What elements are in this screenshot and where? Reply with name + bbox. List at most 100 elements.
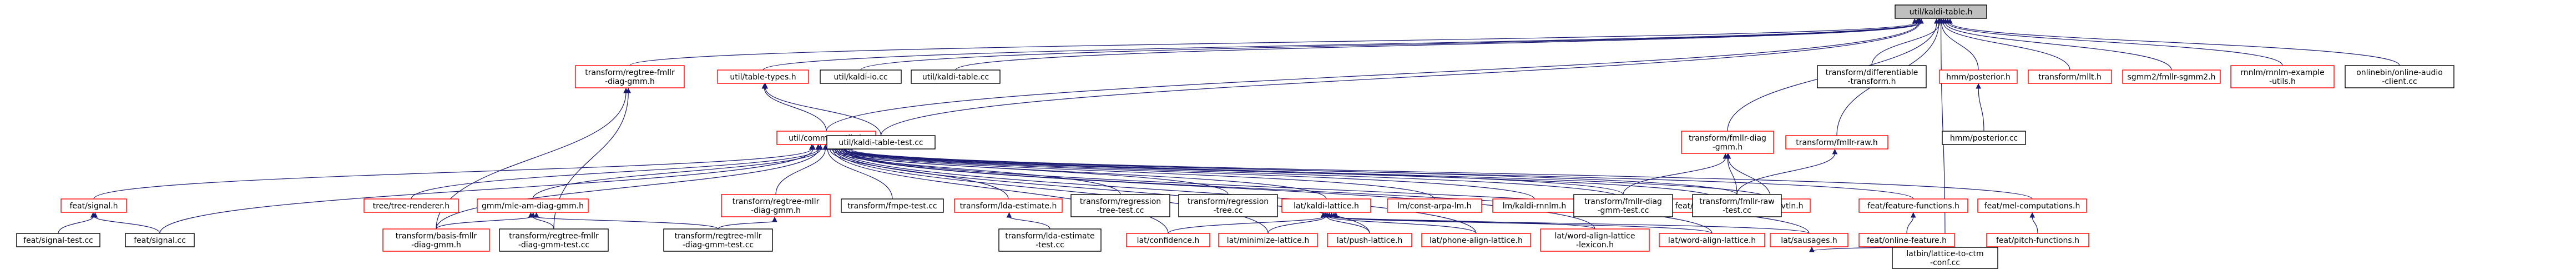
arrowhead-sausages-h-to-kaldi-lattice-h	[1333, 212, 1339, 218]
node-differentiable-transform-h[interactable]: transform/differentiable-transform.h	[1817, 65, 1927, 88]
edge-regtree-fmllr-diag-gmm-test-cc-to-gmm-init-am-diag-gmm-h	[533, 216, 554, 230]
node-gmm-init-am-diag-gmm-h[interactable]: gmm/mle-am-diag-gmm.h	[477, 198, 589, 213]
node-label: feat/online-feature.h	[1867, 236, 1947, 245]
edge-signal-cc-to-feat-signal-h	[94, 216, 160, 234]
node-online-audio-client-cc[interactable]: onlinebin/online-audio-client.cc	[2345, 65, 2454, 88]
node-onlinebin-example-utils-h[interactable]: rnnlm/rnnlm-example-utils.h	[2230, 65, 2335, 88]
node-sausages-h[interactable]: lat/sausages.h	[1770, 233, 1848, 247]
node-regtree-mllr-diag-gmm-h[interactable]: transform/regtree-mllr-diag-gmm.h	[721, 194, 831, 217]
node-fmllr-raw-test-cc[interactable]: transform/fmllr-raw-test.cc	[1692, 194, 1782, 217]
edge-kaldi-rnnlm-h-to-common-utils-h	[840, 148, 1535, 200]
node-label: -tree-test.cc	[1097, 206, 1144, 215]
node-phone-align-lattice-h[interactable]: lat/phone-align-lattice.h	[1421, 233, 1531, 247]
node-kaldi-lattice-h[interactable]: lat/kaldi-lattice.h	[1281, 198, 1371, 213]
node-label: sgmm2/fmllr-sgmm2.h	[2127, 73, 2215, 82]
node-label: feat/pitch-functions.h	[1996, 236, 2079, 245]
node-box	[826, 135, 936, 150]
node-box	[1692, 194, 1782, 217]
node-box	[663, 228, 773, 252]
node-box	[1895, 4, 1987, 19]
node-label: transform/regression	[1080, 197, 1161, 206]
node-box	[717, 69, 809, 84]
node-regtree-mllr-diag-gmm-test-cc[interactable]: transform/regtree-mllr-diag-gmm-test.cc	[663, 228, 773, 252]
node-label: transform/regtree-mllr	[675, 232, 762, 241]
node-kaldi-table-cc[interactable]: util/kaldi-table.cc	[911, 69, 1001, 84]
node-box	[125, 233, 195, 247]
node-label: transform/regtree-fmllr	[509, 232, 599, 241]
node-box	[1218, 233, 1318, 247]
node-tree-renderer-h[interactable]: tree/tree-renderer.h	[363, 198, 459, 213]
node-minimize-lattice-h[interactable]: lat/minimize-lattice.h	[1218, 233, 1318, 247]
node-kaldi-table-test-cc[interactable]: util/kaldi-table-test.cc	[826, 135, 936, 150]
node-pitch-functions-h[interactable]: feat/pitch-functions.h	[1986, 233, 2089, 247]
node-lattice-to-ctm-conf-cc[interactable]: latbin/lattice-to-ctm-conf.cc	[1892, 247, 1998, 269]
edge-basis-fmllr-diag-gmm-h-to-gmm-init-am-diag-gmm-h	[436, 216, 532, 230]
node-push-lattice-h[interactable]: lat/push-lattice.h	[1327, 233, 1412, 247]
node-fmpe-test-cc[interactable]: transform/fmpe-test.cc	[841, 198, 944, 213]
arrowhead-online-audio-client-cc-to-kaldi-table-h	[1947, 18, 1953, 24]
node-box	[911, 69, 1001, 84]
node-posterior-cc[interactable]: hmm/posterior.cc	[1942, 131, 2026, 145]
node-fmllr-diag-gmm-test-cc[interactable]: transform/fmllr-diag-gmm-test.cc	[1573, 194, 1673, 217]
node-label: transform/fmllr-diag	[1689, 134, 1766, 143]
node-table-types-h[interactable]: util/table-types.h	[717, 69, 809, 84]
node-label: transform/regtree-fmllr	[585, 68, 675, 77]
node-signal-test-cc[interactable]: feat/signal-test.cc	[16, 233, 100, 247]
edge-kaldi-lattice-h-to-common-utils-h	[836, 148, 1327, 200]
edge-differentiable-transform-h-to-kaldi-table-h	[1871, 22, 1940, 66]
node-regtree-fmllr-diag-gmm-test-cc[interactable]: transform/regtree-fmllr-diag-gmm-test.cc	[499, 228, 609, 252]
node-lda-estimate-test-cc[interactable]: transform/lda-estimate-test.cc	[998, 228, 1102, 252]
node-box	[1858, 233, 1955, 247]
edge-fmpe-test-cc-to-common-utils-h	[827, 148, 893, 200]
node-word-align-lattice-h[interactable]: lat/word-align-lattice.h	[1659, 233, 1765, 247]
node-fmllr-raw-h[interactable]: transform/fmllr-raw.h	[1785, 135, 1888, 150]
edge-mllt-h-to-kaldi-table-h	[1943, 22, 2070, 71]
node-regression-tree-cc[interactable]: transform/regression-tree.cc	[1178, 194, 1278, 217]
node-label: gmm/mle-am-diag-gmm.h	[482, 202, 584, 211]
arrowhead-regtree-mllr-diag-gmm-test-cc-to-gmm-init-am-diag-gmm-h	[533, 212, 539, 218]
node-mllt-h[interactable]: transform/mllt.h	[2028, 69, 2112, 84]
node-feature-functions-h[interactable]: feat/feature-functions.h	[1858, 198, 1968, 213]
node-kaldi-rnnlm-h[interactable]: lm/kaldi-rnnlm.h	[1492, 198, 1577, 213]
node-regtree-fmllr-diag-gmm-h[interactable]: transform/regtree-fmllr-diag-gmm.h	[575, 65, 685, 88]
node-label: feat/signal-test.cc	[23, 236, 93, 245]
node-regression-tree-test-cc[interactable]: transform/regression-tree-test.cc	[1070, 194, 1170, 217]
edge-regtree-fmllr-diag-gmm-h-to-kaldi-table-h	[629, 22, 1915, 66]
node-label: feat/signal.h	[69, 202, 118, 211]
node-label: -conf.cc	[1930, 258, 1960, 267]
node-label: lat/phone-align-lattice.h	[1430, 236, 1523, 245]
node-fmllr-diag-gmm-h[interactable]: transform/fmllr-diag-gmm.h	[1681, 131, 1774, 154]
node-common-utils-h[interactable]: util/common-utils.h	[776, 131, 876, 145]
node-lda-estimate-h[interactable]: transform/lda-estimate.h	[954, 198, 1063, 213]
node-kaldi-io-cc[interactable]: util/kaldi-io.cc	[820, 69, 902, 84]
node-box	[575, 65, 685, 88]
node-box	[2122, 69, 2221, 84]
edge-push-lattice-h-to-kaldi-lattice-h	[1326, 216, 1370, 234]
node-label: util/kaldi-io.cc	[834, 73, 887, 82]
node-const-arpa-lm-h[interactable]: lm/const-arpa-lm.h	[1387, 198, 1482, 213]
node-confidence-h[interactable]: lat/confidence.h	[1126, 233, 1210, 247]
node-box	[1892, 247, 1998, 269]
edge-kaldi-io-cc-to-kaldi-table-h	[860, 22, 1920, 71]
node-kaldi-table-h[interactable]: util/kaldi-table.h	[1895, 4, 1987, 19]
node-box	[1421, 233, 1531, 247]
node-box	[1986, 233, 2089, 247]
node-label: transform/basis-fmllr	[396, 232, 477, 241]
node-mel-computations-h[interactable]: feat/mel-computations.h	[1977, 198, 2087, 213]
node-label: transform/regtree-mllr	[733, 197, 820, 206]
node-label: transform/mllt.h	[2038, 73, 2102, 82]
node-signal-cc[interactable]: feat/signal.cc	[125, 233, 195, 247]
node-label: -lexicon.h	[1576, 241, 1614, 250]
node-fmllr-sgmm2-h[interactable]: sgmm2/fmllr-sgmm2.h	[2122, 69, 2221, 84]
node-word-align-lattice-lexicon-h[interactable]: lat/word-align-lattice-lexicon.h	[1540, 228, 1650, 252]
edge-regtree-mllr-diag-gmm-h-to-common-utils-h	[775, 148, 826, 195]
edge-minimize-lattice-h-to-kaldi-lattice-h	[1267, 216, 1326, 234]
node-label: transform/lda-estimate	[1005, 232, 1094, 241]
node-posterior-h[interactable]: hmm/posterior.h	[1939, 69, 2018, 84]
node-label: transform/fmpe-test.cc	[847, 202, 937, 211]
node-box	[1327, 233, 1412, 247]
node-basis-fmllr-diag-gmm-h[interactable]: transform/basis-fmllr-diag-gmm.h	[382, 228, 490, 252]
node-feat-signal-h[interactable]: feat/signal.h	[60, 198, 127, 213]
node-online-feature-h[interactable]: feat/online-feature.h	[1858, 233, 1955, 247]
node-label: -tree.cc	[1213, 206, 1242, 215]
